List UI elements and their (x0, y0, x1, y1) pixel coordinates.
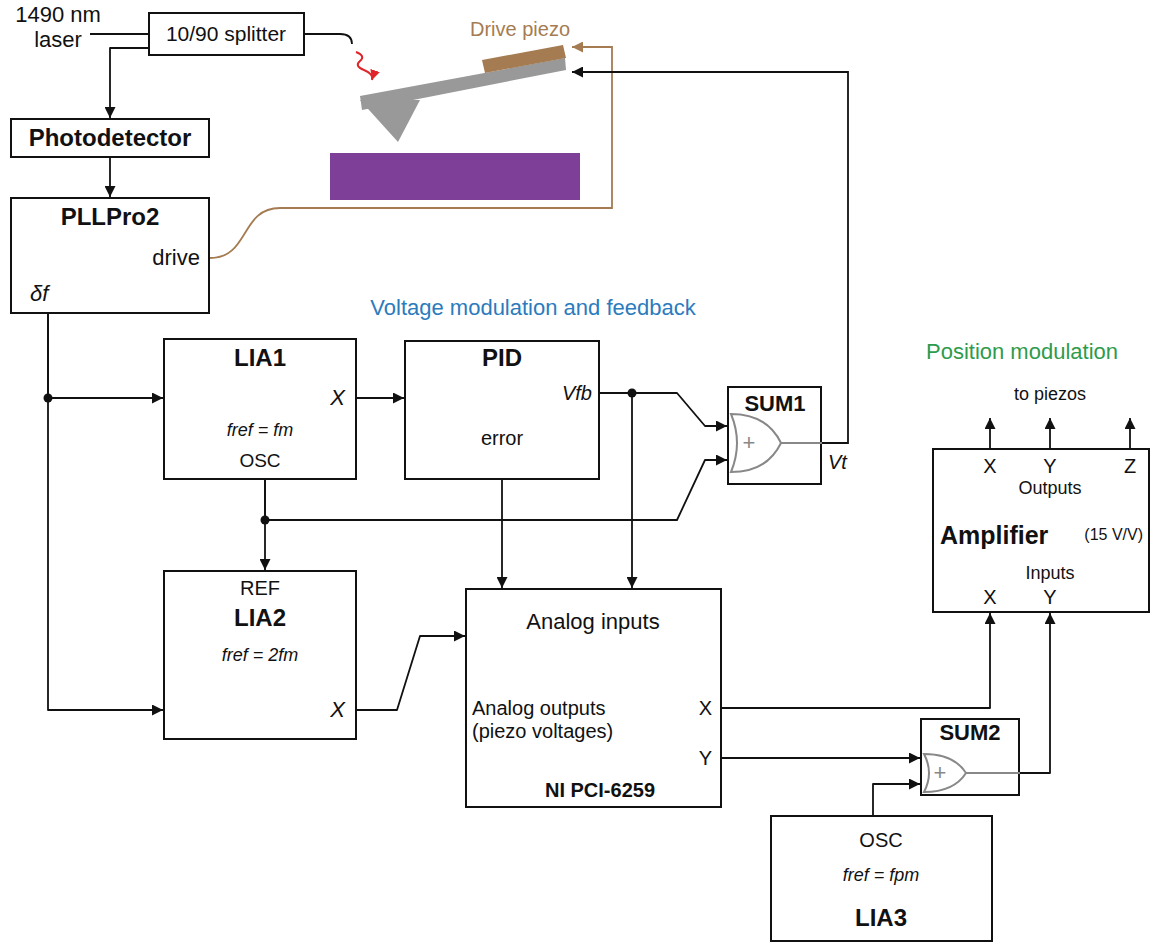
box-label: OSC (239, 450, 280, 472)
laser-beam (356, 52, 372, 80)
signal-connector (873, 784, 920, 815)
box-label: LIA2 (234, 604, 286, 632)
box-label: fref = 2fm (222, 645, 299, 666)
box-label: REF (240, 577, 280, 600)
instrument-box: Analog inputsAnalog outputs (piezo volta… (465, 588, 722, 808)
signal-connector (1020, 613, 1050, 773)
box-label: Y (1043, 455, 1056, 478)
instrument-box: PLLPro2 drive δf (10, 197, 210, 314)
box-label: SUM1 (744, 391, 805, 416)
annotation-label: Drive piezo (470, 18, 570, 41)
piezo-output (1129, 418, 1131, 448)
region-band: Position modulationXYZOutputsAmplifier(1… (690, 375, 1156, 948)
box-label: Y (699, 747, 712, 770)
box-label: X (983, 455, 996, 478)
signal-connector (357, 636, 465, 710)
signal-connector (722, 613, 990, 708)
box-label: (15 V/V) (1084, 526, 1143, 544)
band-shape (8, 326, 868, 537)
box-label: Z (1124, 455, 1136, 478)
summing-box: SUM2 + (920, 718, 1020, 796)
region-band: Voltage modulation and feedbackLIA1Xfref… (8, 326, 868, 537)
cantilever-tip (360, 100, 420, 142)
sample (330, 153, 580, 200)
box-label: + (743, 430, 756, 455)
instrument-box: REF LIA2 fref = 2fmX (163, 570, 357, 740)
signal-connector (600, 393, 632, 588)
box-label: Vfb (562, 382, 592, 405)
box-label: Inputs (1025, 563, 1074, 584)
box-label: + (934, 760, 947, 785)
summing-output (781, 442, 822, 444)
instrument-box: Photodetector (10, 118, 210, 158)
box-label: Photodetector (29, 124, 192, 152)
instrument-box: LIA1Xfref = fm OSC (163, 338, 357, 480)
box-label: error (481, 427, 523, 450)
drive-piezo (482, 45, 566, 73)
box-label: PID (482, 344, 522, 372)
box-label: 10/90 splitter (166, 22, 286, 46)
annotation-label: 1490 nm laser (2, 2, 114, 53)
signal-connector (110, 48, 148, 118)
box-label: Analog outputs (piezo voltages) (472, 697, 642, 743)
box-label: fref = fpm (843, 865, 920, 886)
drive-wire (210, 47, 612, 258)
junction-dot (261, 516, 270, 525)
laser-fiber (90, 33, 148, 35)
box-label: Y (1043, 586, 1056, 609)
box-label: Vt (828, 451, 847, 474)
band-shape (690, 375, 1156, 948)
box-label: Outputs (1018, 478, 1081, 499)
summing-output (966, 772, 1020, 774)
box-label: SUM2 (939, 720, 1000, 745)
box-label: Analog inputs (526, 609, 659, 634)
box-label: LIA3 (855, 904, 907, 932)
piezo-output (989, 418, 991, 448)
instrument-box: 10/90 splitter (148, 12, 305, 56)
box-label: X (983, 586, 996, 609)
signal-connector (48, 314, 163, 710)
signal-connector (600, 393, 727, 426)
annotation-label: to piezos (1014, 384, 1086, 405)
signal-connector (109, 158, 111, 197)
box-label: LIA1 (234, 344, 286, 372)
summing-box: SUM1+Vt (727, 386, 822, 485)
signal-connector (264, 480, 266, 570)
box-label: fref = fm (227, 420, 294, 441)
signal-connector (357, 397, 404, 399)
box-label: drive (152, 245, 200, 270)
instrument-box: XYZOutputsAmplifier(15 V/V)InputsXY (932, 448, 1150, 613)
box-label: NI PCI-6259 (545, 779, 655, 802)
box-label: Amplifier (940, 521, 1048, 550)
box-label: X (330, 697, 345, 722)
box-label: OSC (859, 829, 902, 852)
piezo-output (1049, 418, 1051, 448)
box-label: X (330, 385, 345, 410)
summing-junction (731, 414, 781, 472)
summing-junction (924, 754, 966, 792)
signal-connector (501, 480, 503, 588)
signal-connector (48, 314, 163, 398)
box-label: PLLPro2 (61, 203, 160, 231)
instrument-box: PID Vfb error (404, 340, 600, 480)
box-label: δf (30, 281, 48, 306)
signal-connector (722, 757, 920, 759)
instrument-box: OSC fref = fpmLIA3 (770, 815, 993, 942)
box-label: X (699, 697, 712, 720)
box-label: Position modulation (926, 339, 1118, 364)
junction-dot (44, 394, 53, 403)
box-label: Voltage modulation and feedback (370, 295, 695, 320)
probe-fiber (305, 34, 352, 44)
junction-dot (628, 389, 637, 398)
